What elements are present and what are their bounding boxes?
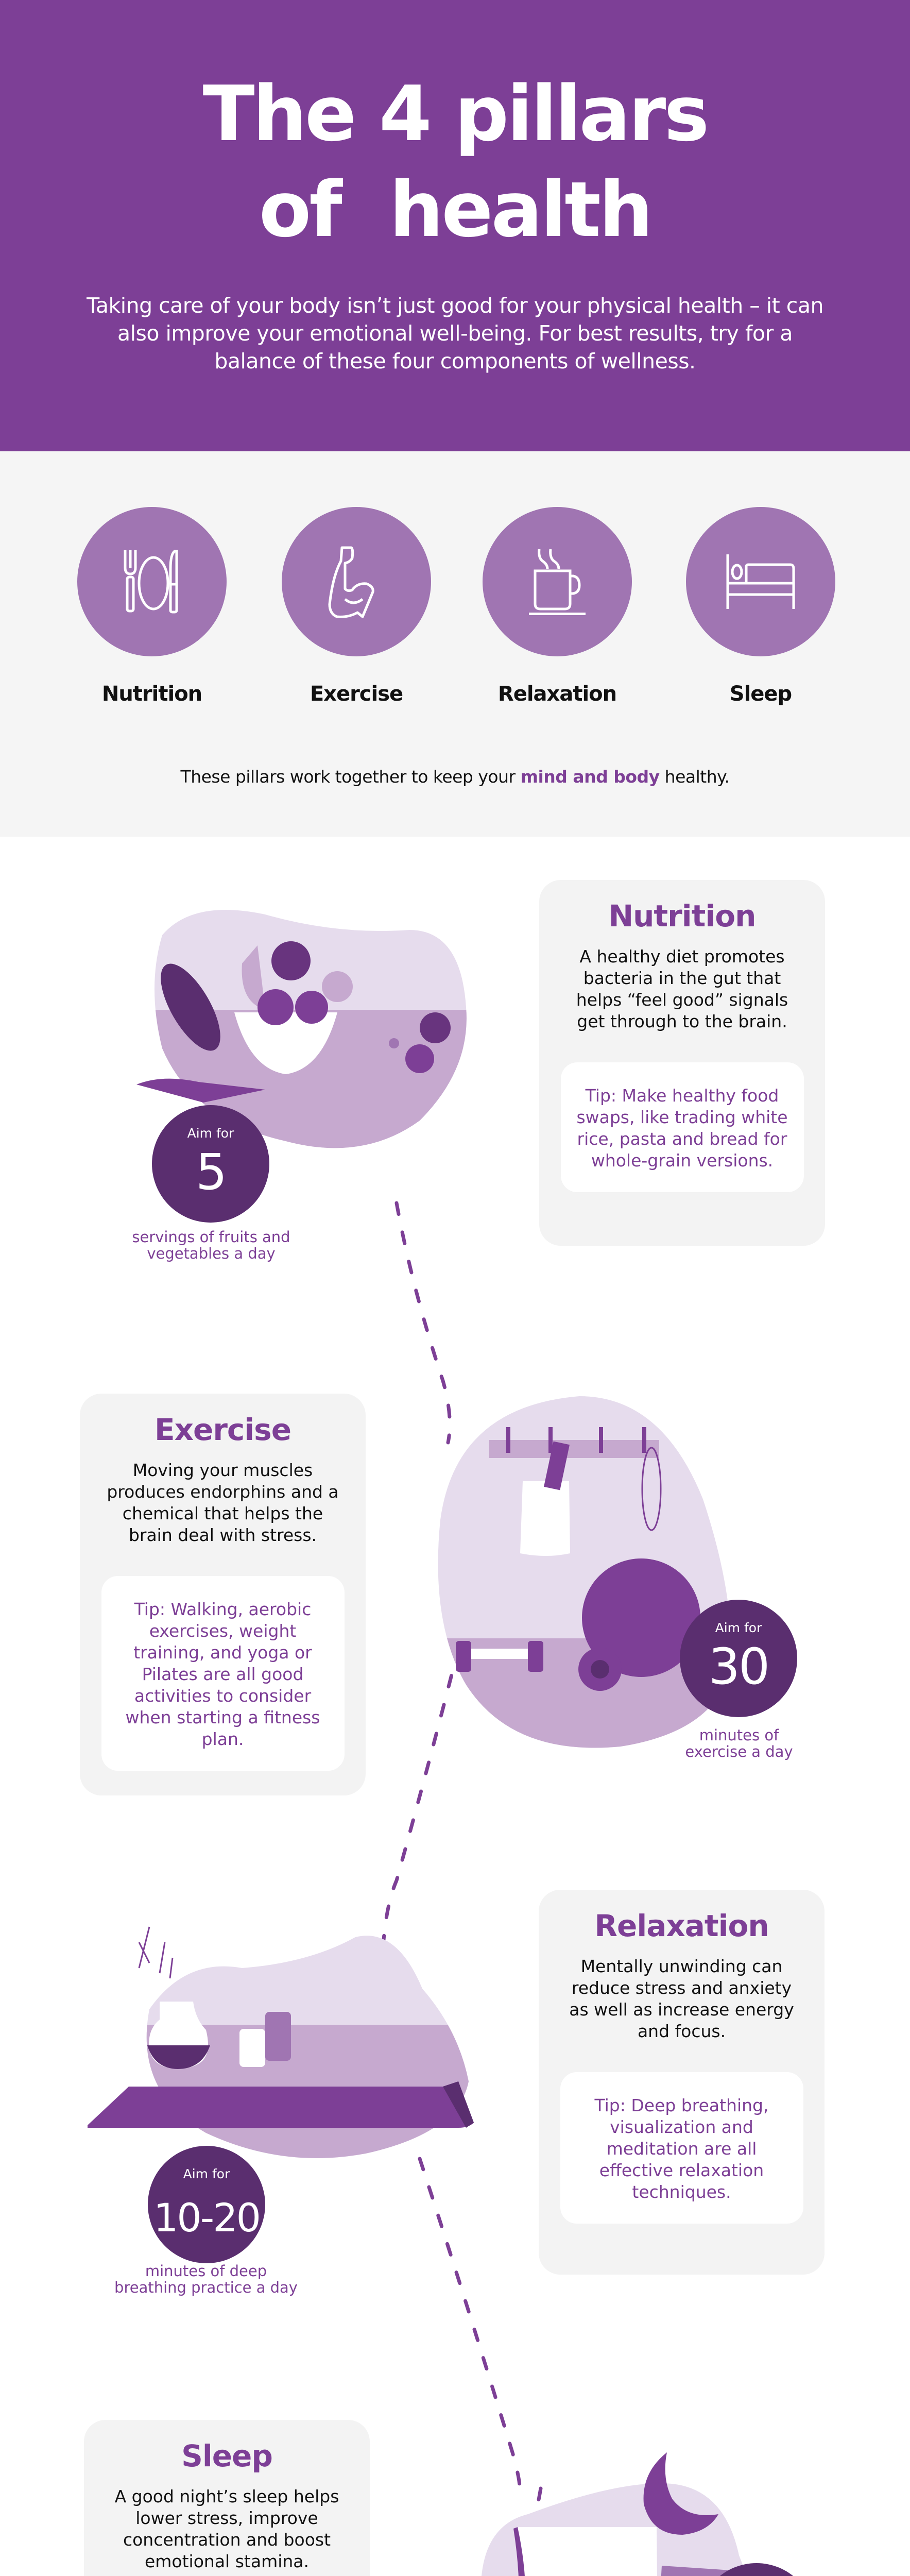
aim-label: Aim for xyxy=(187,1126,234,1141)
yoga-mat-diffuser-illustration xyxy=(88,1926,474,2159)
aim-value: 5 xyxy=(195,1143,227,1201)
aim-badge: Aim for 5 xyxy=(152,1105,269,1223)
pillar-label: Relaxation xyxy=(497,682,617,706)
flexed-arm-icon xyxy=(282,507,431,656)
pillar-sleep: Sleep xyxy=(683,507,838,713)
title-line-1: The 4 pillars xyxy=(202,70,710,158)
pillar-relaxation: Relaxation xyxy=(480,507,634,713)
card-sleep: Sleep A good night’s sleep helps lower s… xyxy=(84,2420,370,2576)
aim-badge: Aim for 10-20 xyxy=(148,2146,265,2263)
caption-line: vegetables a day xyxy=(147,1245,276,1262)
aim-caption: minutes of exercise a day xyxy=(659,1727,819,1760)
caption-line: breathing practice a day xyxy=(114,2279,298,2296)
header-banner: The 4 pillars of health Taking care of y… xyxy=(0,0,910,451)
fruit-bowl-illustration xyxy=(136,910,467,1148)
tip-box: Tip: Deep breathing, visualization and m… xyxy=(560,2072,803,2224)
card-relaxation: Relaxation Mentally unwinding can reduce… xyxy=(539,1890,825,2275)
tip-box: Tip: Make healthy food swaps, like tradi… xyxy=(560,1062,804,1192)
pillows-moon-illustration xyxy=(479,2452,781,2576)
aim-value: 30 xyxy=(708,1638,770,1696)
plate-fork-knife-icon xyxy=(77,507,227,656)
summary-highlight: mind and body xyxy=(520,767,660,787)
card-exercise: Exercise Moving your muscles produces en… xyxy=(80,1394,366,1795)
bed-icon xyxy=(686,507,835,656)
pillar-exercise: Exercise xyxy=(279,507,434,713)
aim-label: Aim for xyxy=(715,1620,762,1635)
aim-badge: Aim for 30 xyxy=(680,1600,797,1717)
card-nutrition: Nutrition A healthy diet promotes bacter… xyxy=(539,880,825,1246)
pillars-summary: These pillars work together to keep your… xyxy=(0,767,910,787)
aim-caption: minutes of deep breathing practice a day xyxy=(98,2263,314,2296)
title-line-2: of health xyxy=(259,165,654,254)
card-body: Moving your muscles produces endorphins … xyxy=(107,1460,339,1545)
card-title: Sleep xyxy=(181,2438,273,2473)
aim-value: 10-20 xyxy=(153,2195,261,2241)
card-body: Mentally unwinding can reduce stress and… xyxy=(569,1956,794,2041)
aim-caption: servings of fruits and vegetables a day xyxy=(113,1229,309,1262)
pillar-label: Nutrition xyxy=(101,682,202,706)
pillar-label: Sleep xyxy=(729,682,792,706)
steaming-mug-icon xyxy=(483,507,632,656)
gym-equipment-illustration xyxy=(438,1396,732,1748)
card-body: A good night’s sleep helps lower stress,… xyxy=(114,2486,339,2571)
card-title: Relaxation xyxy=(594,1908,769,1943)
card-title: Exercise xyxy=(154,1412,291,1447)
caption-line: servings of fruits and xyxy=(132,1228,290,1246)
card-body: A healthy diet promotes bacteria in the … xyxy=(576,946,788,1031)
intro-text: Taking care of your body isn’t just good… xyxy=(87,293,823,374)
tip-box: Tip: Walking, aerobic exercises, weight … xyxy=(101,1576,345,1771)
caption-line: minutes of xyxy=(699,1726,779,1744)
summary-suffix: healthy. xyxy=(659,767,730,787)
card-title: Nutrition xyxy=(608,899,757,934)
caption-line: exercise a day xyxy=(685,1743,793,1760)
pillar-label: Exercise xyxy=(310,682,403,706)
pillar-nutrition: Nutrition xyxy=(75,507,229,713)
summary-prefix: These pillars work together to keep your xyxy=(180,767,521,787)
pillars-overview: Nutrition Exercise Relaxation xyxy=(0,451,910,837)
page-title: The 4 pillars of health xyxy=(0,66,910,258)
aim-label: Aim for xyxy=(183,2166,230,2181)
caption-line: minutes of deep xyxy=(145,2262,267,2280)
